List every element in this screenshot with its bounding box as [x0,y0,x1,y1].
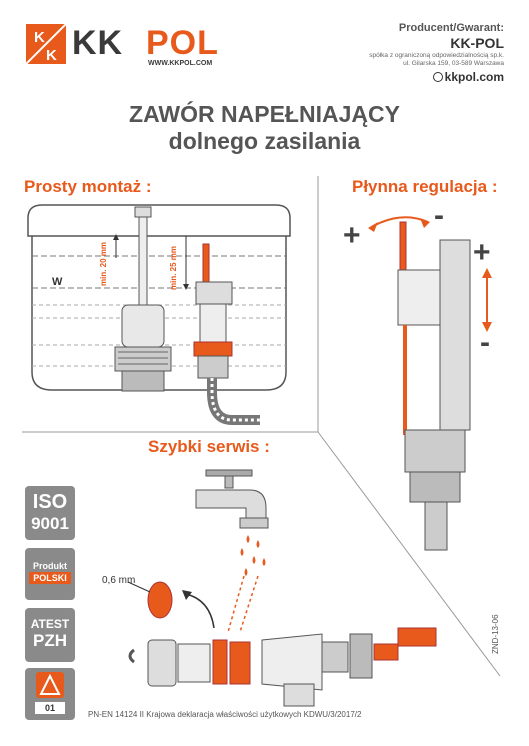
height-minus-label: - [480,326,490,359]
made-in-poland-badge: Produkt POLSKI [25,548,75,600]
height-plus-label: + [473,236,491,269]
rotate-minus-label: - [434,199,444,232]
brand-name-left: KK [72,24,124,62]
producer-name: KK-POL [450,35,504,51]
logo-letter-bottom: K [46,47,57,64]
iso-badge: ISO 9001 [25,486,75,540]
brand-website: WWW.KKPOL.COM [148,60,213,67]
service-diagram [127,469,437,707]
min-20-label: min. 20 mm [99,242,108,286]
producer-website-text: kkpol.com [444,70,504,84]
made-badge-line2: POLSKI [29,572,71,584]
footer-norm: PN-EN 14124 II Krajowa deklaracja właści… [88,710,362,719]
logo-letter-top: K [34,29,45,46]
min-25-label: min. 25 mm [169,246,178,290]
logo-mark: K K [25,23,67,65]
producer-address: ul. Gilarska 159, 03-589 Warszawa [403,60,504,67]
document-code: ZND-13-06 [491,614,500,654]
rotate-plus-label: + [343,219,361,252]
tank-diagram [27,204,291,425]
atest-badge-bottom: PZH [33,631,67,650]
class-badge: 01 [25,668,75,720]
producer-company: spółka z ograniczoną odpowiedzialnością … [369,52,504,59]
section-smooth-adjust: Płynna regulacja : [352,177,498,196]
water-level-label: W [52,276,63,288]
class-badge-number: 01 [35,702,65,714]
iso-badge-bottom: 9001 [31,514,69,533]
atest-badge-top: ATEST [30,617,70,631]
section-quick-service: Szybki serwis : [148,437,270,456]
page-title: ZAWÓR NAPEŁNIAJĄCY [129,101,400,127]
made-badge-line1: Produkt [32,561,67,571]
diagonal-divider [317,431,501,677]
gasket-thickness-label: 0,6 mm [102,575,135,586]
atest-pzh-badge: ATEST PZH [25,608,75,662]
producer-label: Producent/Gwarant: [398,22,504,34]
class-emblem-icon [36,672,64,698]
page-subtitle: dolnego zasilania [168,128,361,154]
producer-website: kkpol.com [432,70,504,84]
adjust-valve-diagram [368,216,492,551]
brand-name-right: POL [146,24,219,62]
globe-icon [432,72,443,82]
section-easy-install: Prosty montaż : [24,177,152,196]
iso-badge-top: ISO [32,491,68,513]
